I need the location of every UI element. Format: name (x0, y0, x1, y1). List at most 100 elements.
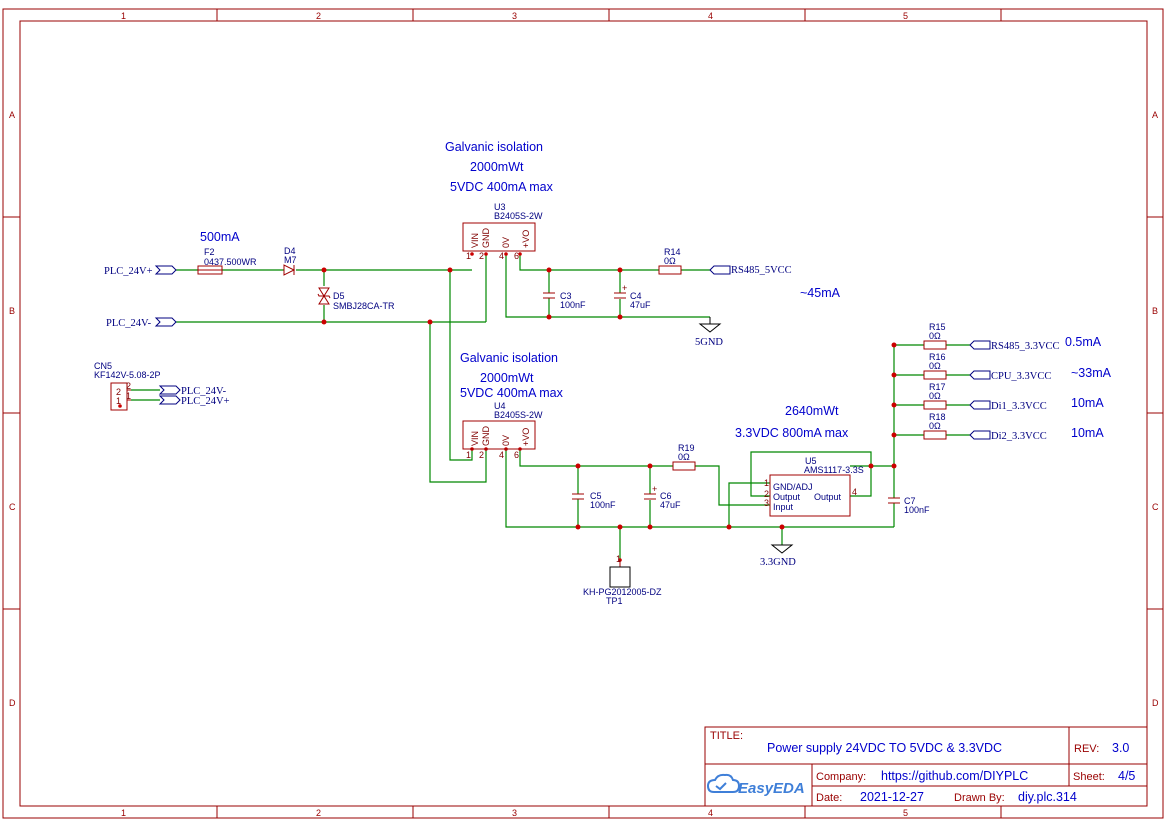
u4-pinnum-6: 6 (514, 450, 519, 460)
tp1-ref: TP1 (606, 596, 623, 606)
cn5-ref: CN5 (94, 361, 112, 371)
d5-ref: D5 (333, 291, 345, 301)
sheet-label: Sheet: (1073, 771, 1105, 783)
u4-power-note: 2000mWt (480, 371, 534, 385)
row-label-d: D (9, 698, 16, 708)
ldo-u5: U5 AMS1117-3.3S GND/ADJ Output Output In… (764, 456, 864, 517)
net-port-di1-33vcc: Di1_3.3VCC (969, 400, 1047, 412)
tp1-pinnum: 1 (616, 554, 621, 564)
c4-ref: C4 (630, 291, 642, 301)
c4-value: 47uF (630, 300, 651, 310)
net-label-plc-24v-minus: PLC_24V- (106, 318, 152, 329)
cn5-pinnum-2-outer: 2 (126, 381, 131, 391)
connector-cn5: CN5 KF142V-5.08-2P 2 1 2 1 (94, 361, 161, 411)
net-label-33gnd: 3.3GND (760, 557, 796, 568)
r14-value: 0Ω (664, 256, 676, 266)
r18-current-note: 10mA (1071, 426, 1104, 440)
u4-pinnum-2: 2 (479, 450, 484, 460)
c4-polarity: + (622, 283, 627, 293)
u4-rating-note: 5VDC 400mA max (460, 386, 564, 400)
dcdc-u3: U3 B2405S-2W VIN GND 0V +VO 1 2 4 6 (462, 202, 543, 261)
u3-value: B2405S-2W (494, 211, 543, 221)
resistor-r15: R15 0Ω (923, 322, 947, 350)
net-port-plc-24v-plus: PLC_24V+ (104, 265, 177, 277)
title-block: TITLE: Power supply 24VDC TO 5VDC & 3.3V… (704, 726, 1148, 807)
u3-rating-note: 5VDC 400mA max (450, 180, 554, 194)
row-label-d-right: D (1152, 698, 1159, 708)
c5-ref: C5 (590, 491, 602, 501)
capacitor-c7: C7 100nF (887, 496, 930, 515)
u3-pinnum-6: 6 (514, 251, 519, 261)
net-port-rs485-5vcc: RS485_5VCC (709, 265, 792, 276)
u3-pinnum-2: 2 (479, 251, 484, 261)
capacitor-c3: C3 100nF (542, 291, 586, 310)
cn5-value: KF142V-5.08-2P (94, 370, 161, 380)
u5-pin-input: Input (773, 502, 794, 512)
net-label-plc-24v-plus: PLC_24V+ (104, 266, 153, 277)
u3-pin-vin: VIN (470, 233, 480, 248)
diode-d4: D4 M7 (283, 246, 297, 276)
u3-ref: U3 (494, 202, 506, 212)
u3-pinnum-1: 1 (466, 251, 471, 261)
u3-pin-gnd: GND (481, 228, 491, 249)
drawing-frame: 1 2 3 4 5 1 2 3 4 5 A B C D A B C D (2, 8, 1164, 819)
net-label-di2-33vcc: Di2_3.3VCC (991, 431, 1047, 442)
c3-value: 100nF (560, 300, 586, 310)
col-label-3-bottom: 3 (512, 808, 517, 818)
f2-ref: F2 (204, 247, 215, 257)
r15-value: 0Ω (929, 331, 941, 341)
date-label: Date: (816, 792, 842, 804)
col-label-2: 2 (316, 11, 321, 21)
u3-pin-0v: 0V (501, 237, 511, 248)
u5-value: AMS1117-3.3S (804, 465, 864, 475)
u4-pinnum-4: 4 (499, 450, 504, 460)
sheet-value: 4/5 (1118, 769, 1135, 783)
resistor-r17: R17 0Ω (923, 382, 947, 410)
u3-pin-vo: +VO (521, 230, 531, 248)
r17-current-note: 10mA (1071, 396, 1104, 410)
net-port-rs485-33vcc: RS485_3.3VCC (969, 340, 1060, 352)
company-value: https://github.com/DIYPLC (881, 769, 1028, 783)
row-label-b-right: B (1152, 306, 1158, 316)
resistor-r16: R16 0Ω (923, 352, 947, 380)
c5-value: 100nF (590, 500, 616, 510)
capacitor-c4: + C4 47uF (613, 283, 651, 310)
col-label-3: 3 (512, 11, 517, 21)
net-port-cn5-pin2: PLC_24V- (158, 385, 227, 397)
company-label: Company: (816, 771, 866, 783)
r15-ref: R15 (929, 322, 946, 332)
cn5-pinnum-2: 2 (116, 387, 121, 397)
r17-value: 0Ω (929, 391, 941, 401)
resistor-r18: R18 0Ω (923, 412, 947, 440)
r16-value: 0Ω (929, 361, 941, 371)
u5-pin-gnd: GND/ADJ (773, 482, 813, 492)
r15-current-note: 0.5mA (1065, 335, 1102, 349)
r14-ref: R14 (664, 247, 681, 257)
net-label-5gnd: 5GND (695, 337, 723, 348)
net-port-plc-24v-minus: PLC_24V- (106, 317, 177, 329)
r19-ref: R19 (678, 443, 695, 453)
d5-value: SMBJ28CA-TR (333, 301, 395, 311)
drawn-by-value: diy.plc.314 (1018, 790, 1077, 804)
u3-power-note: 2000mWt (470, 160, 524, 174)
col-label-5: 5 (903, 11, 908, 21)
c6-polarity: + (652, 484, 657, 494)
u5-ref: U5 (805, 456, 817, 466)
net-port-di2-33vcc: Di2_3.3VCC (969, 430, 1047, 442)
u5-rating-note: 3.3VDC 800mA max (735, 426, 849, 440)
col-label-4-bottom: 4 (708, 808, 713, 818)
c7-value: 100nF (904, 505, 930, 515)
drawn-by-label: Drawn By: (954, 792, 1005, 804)
r17-ref: R17 (929, 382, 946, 392)
net-label-cn5-pin1: PLC_24V+ (181, 396, 230, 407)
capacitor-c5: C5 100nF (571, 491, 616, 510)
r16-ref: R16 (929, 352, 946, 362)
title-label: TITLE: (710, 730, 743, 742)
col-label-1: 1 (121, 11, 126, 21)
u4-pin-0v: 0V (501, 435, 511, 446)
u5-pinnum-1: 1 (764, 478, 769, 488)
easyeda-logo-text: EasyEDA (738, 780, 805, 797)
net-label-rs485-5vcc: RS485_5VCC (731, 265, 792, 276)
u3-pinnum-4: 4 (499, 251, 504, 261)
